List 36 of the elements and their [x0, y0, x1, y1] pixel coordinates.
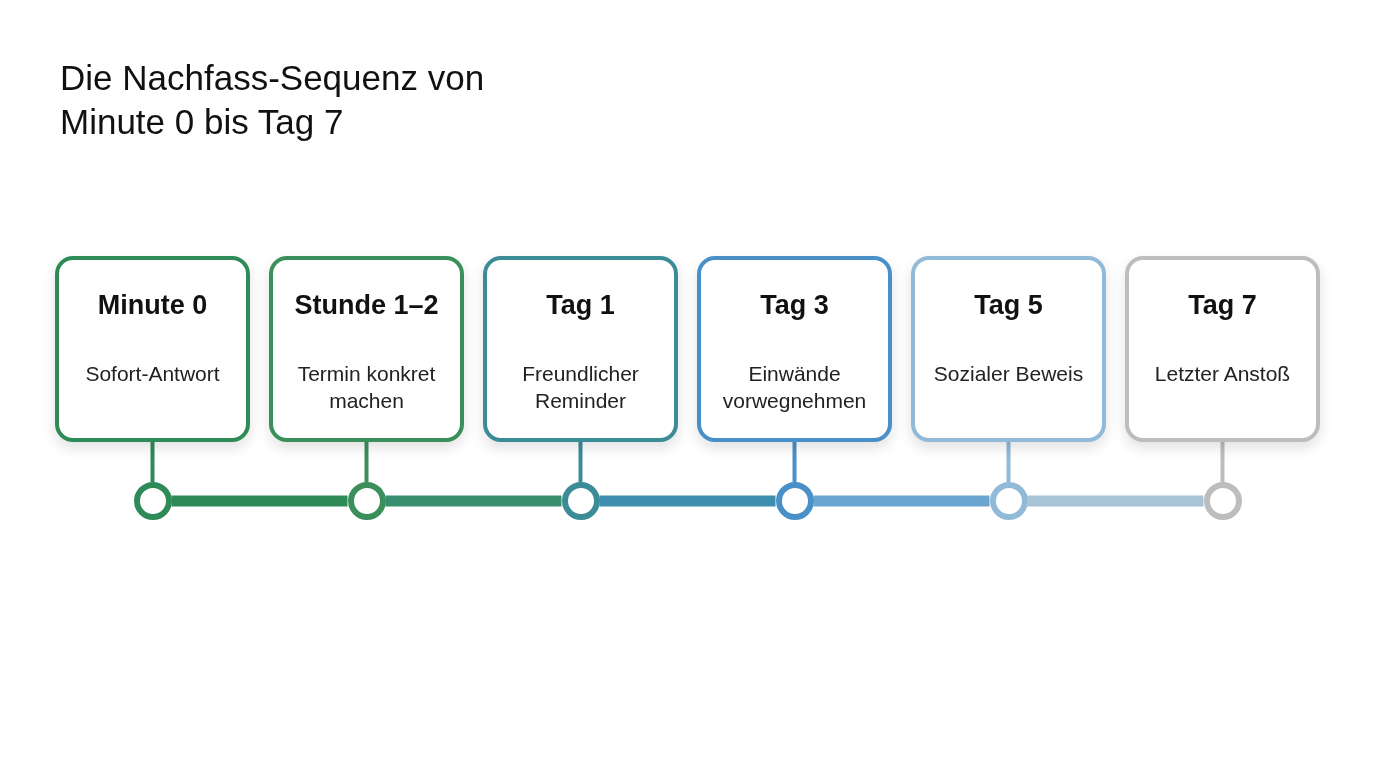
timeline-segment [599, 495, 776, 507]
step-heading: Tag 3 [760, 290, 829, 321]
timeline-dot [775, 482, 814, 520]
step-description: Termin konkret machen [296, 361, 437, 414]
step-heading: Tag 5 [974, 290, 1043, 321]
timeline-segment [385, 495, 562, 507]
step-card [697, 256, 892, 442]
connector-line [1220, 442, 1225, 482]
step-card [269, 256, 464, 442]
connector-line [364, 442, 369, 482]
step-heading: Tag 1 [546, 290, 615, 321]
step-description: Sofort-Antwort [85, 361, 220, 387]
step-card [1125, 256, 1320, 442]
connector-line [578, 442, 583, 482]
connector-line [150, 442, 155, 482]
step-card [911, 256, 1106, 442]
timeline-dot [989, 482, 1028, 520]
step-heading: Tag 7 [1188, 290, 1257, 321]
connector-line [1006, 442, 1011, 482]
step-card [483, 256, 678, 442]
step-card [55, 256, 250, 442]
step-description: Freundlicher Reminder [521, 361, 640, 414]
timeline-segment [1027, 495, 1204, 507]
diagram-title: Die Nachfass-Sequenz von Minute 0 bis Tag 7 [60, 57, 486, 143]
timeline-dot [561, 482, 600, 520]
timeline-dot [133, 482, 172, 520]
step-description: Letzter Anstoß [1154, 361, 1291, 387]
timeline-segment [813, 495, 990, 507]
step-heading: Minute 0 [97, 290, 208, 321]
timeline-dot [347, 482, 386, 520]
timeline-dot [1203, 482, 1242, 520]
timeline-segment [171, 495, 348, 507]
step-description: Sozialer Beweis [933, 361, 1084, 387]
step-description: Einwände vorwegnehmen [721, 361, 868, 414]
connector-line [792, 442, 797, 482]
step-heading: Stunde 1–2 [294, 290, 439, 321]
